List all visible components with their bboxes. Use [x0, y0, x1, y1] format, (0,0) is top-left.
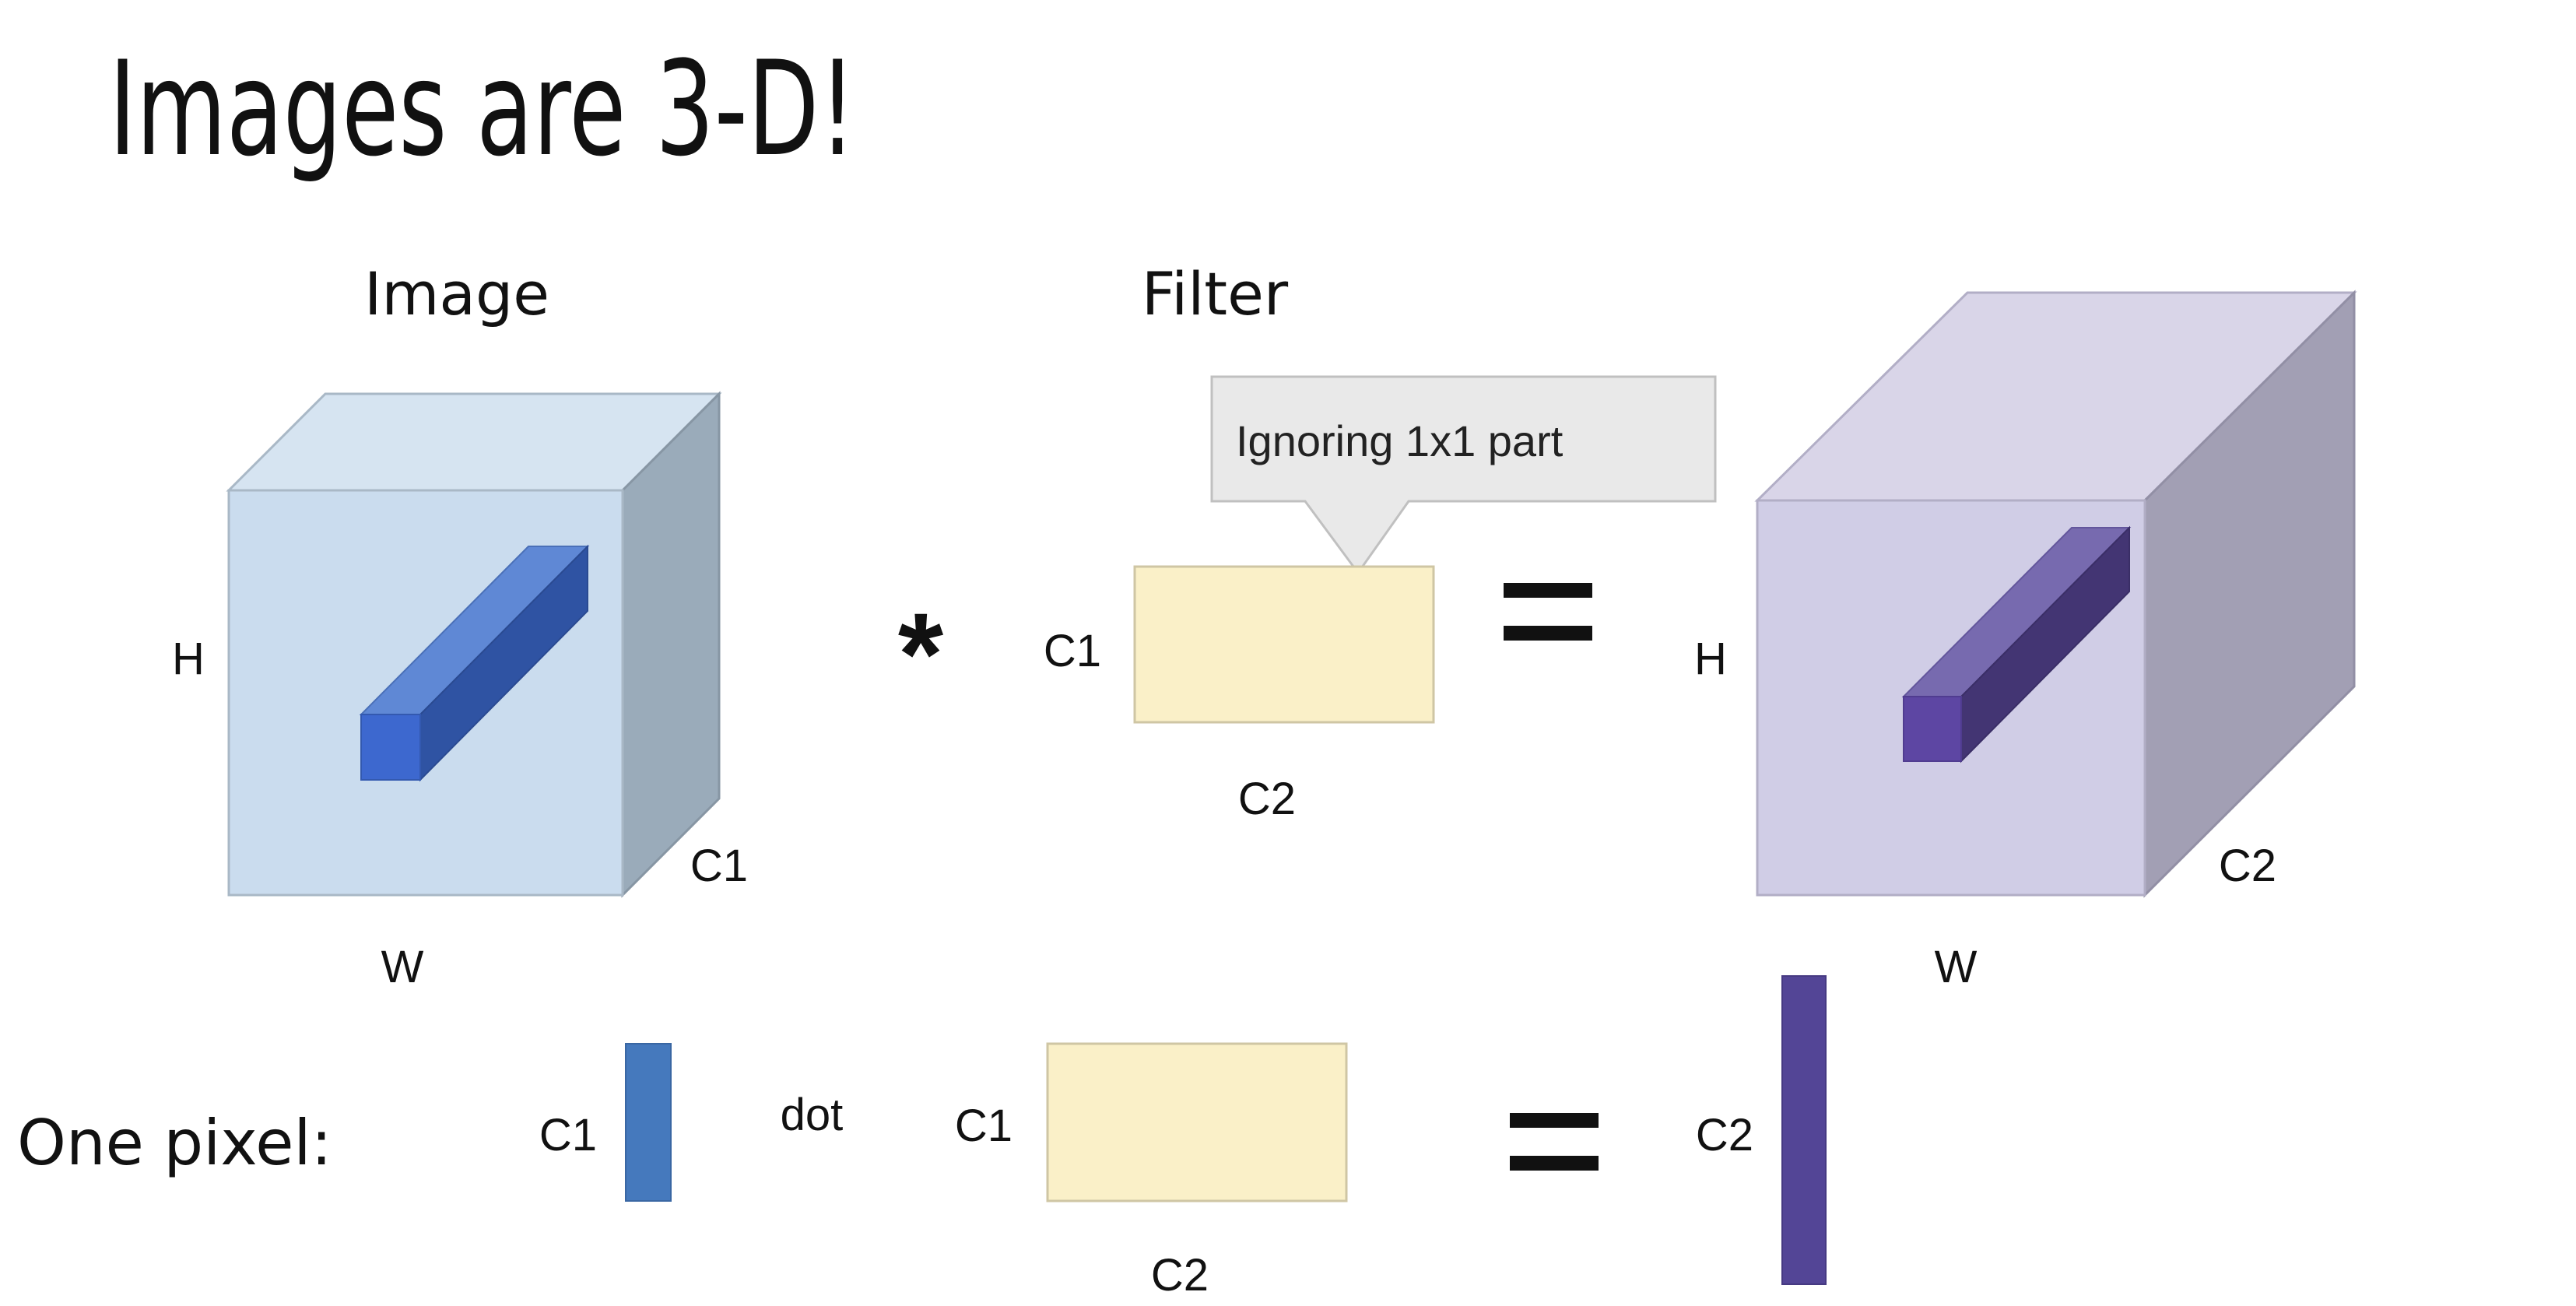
filter-rows-label: C1 — [1044, 626, 1101, 676]
pixel-vector-label: C1 — [539, 1110, 597, 1160]
pixel-result-vector — [1781, 975, 1827, 1285]
pixel-vector — [625, 1043, 672, 1202]
image-pixel-bar — [359, 544, 590, 782]
filter-callout: Ignoring 1x1 part — [1210, 375, 1717, 575]
equals-bar-lower — [1510, 1156, 1599, 1171]
image-bar-front — [360, 714, 421, 781]
filter-heading: Filter — [1142, 259, 1289, 328]
slide-title: Images are 3-D! — [109, 33, 856, 185]
output-height-label: H — [1694, 634, 1727, 684]
callout-bubble — [1210, 375, 1717, 575]
image-width-label: W — [381, 942, 424, 992]
pixel-filter-matrix — [1046, 1042, 1348, 1202]
equals-bar-upper — [1510, 1113, 1599, 1128]
image-cube — [226, 391, 722, 898]
dot-label: dot — [781, 1090, 844, 1140]
equals-bar-upper — [1504, 583, 1592, 598]
filter-cols-label: C2 — [1238, 774, 1296, 824]
image-depth-label: C1 — [690, 841, 748, 891]
equals-bar-lower — [1504, 626, 1592, 641]
convolve-operator: * — [898, 588, 944, 719]
equals-sign-top — [1504, 583, 1592, 641]
output-width-label: W — [1935, 942, 1978, 992]
pixel-result-label: C2 — [1696, 1110, 1753, 1160]
filter-matrix — [1133, 565, 1435, 724]
output-cube — [1754, 290, 2357, 898]
one-pixel-label: One pixel: — [17, 1107, 332, 1179]
pixel-matrix-cols-label: C2 — [1151, 1250, 1209, 1301]
image-height-label: H — [172, 634, 205, 684]
callout-text: Ignoring 1x1 part — [1236, 416, 1563, 465]
image-heading: Image — [364, 259, 549, 328]
output-pixel-bar — [1901, 525, 2132, 764]
equals-sign-bottom — [1510, 1113, 1599, 1171]
output-depth-label: C2 — [2219, 841, 2276, 891]
pixel-matrix-rows-label: C1 — [955, 1101, 1013, 1151]
output-bar-front — [1903, 696, 1962, 762]
